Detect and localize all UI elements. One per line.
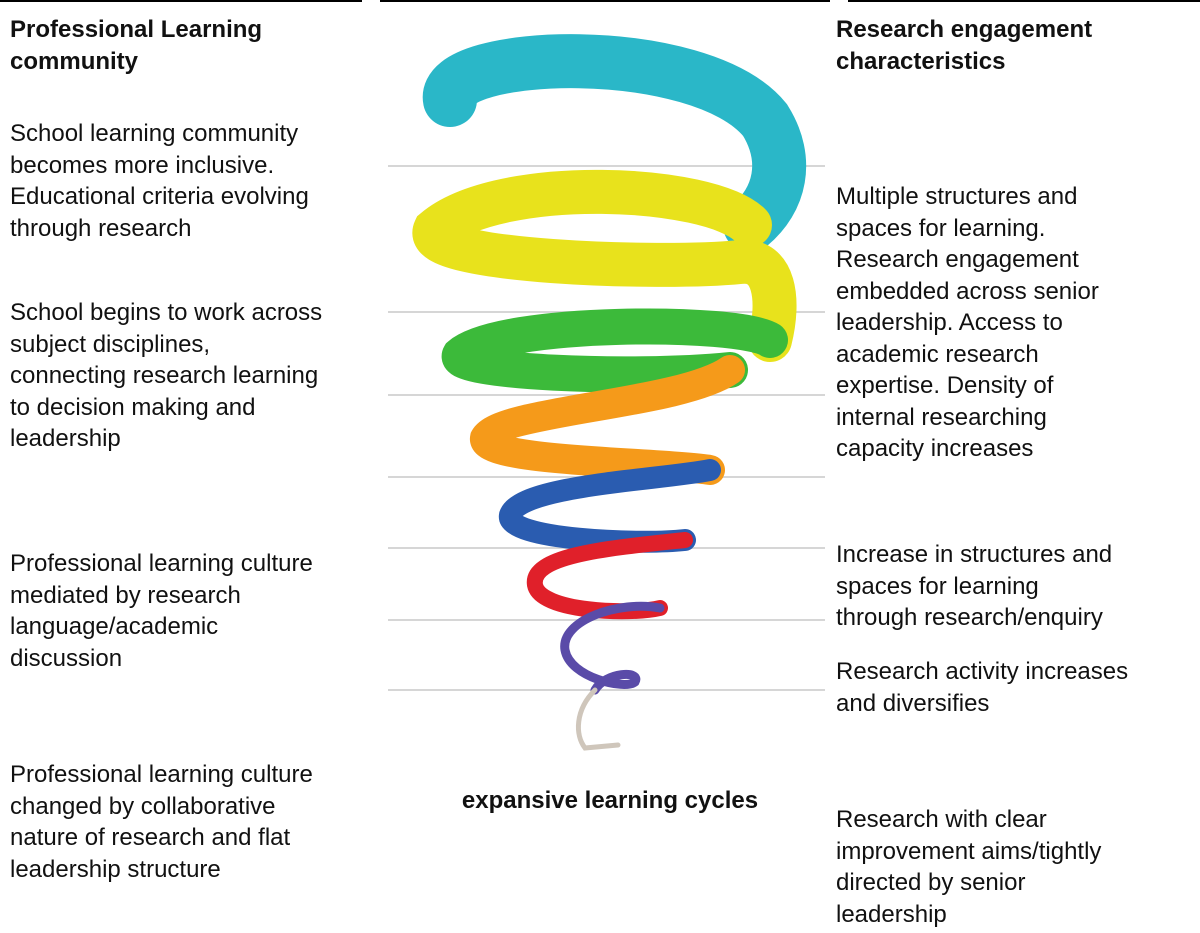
right-item-clear-aims: Research with clear improvement aims/tig… bbox=[836, 806, 1102, 928]
band-blue bbox=[499, 459, 721, 553]
left-item-collaborative-culture: Professional learning culture changed by… bbox=[10, 761, 313, 883]
left-column-heading: Professional Learning community bbox=[10, 16, 263, 75]
center-caption: expansive learning cycles bbox=[461, 787, 759, 814]
left-item-cross-discipline: School begins to work across subject dis… bbox=[10, 299, 323, 452]
band-green bbox=[441, 308, 788, 393]
band-tail bbox=[575, 687, 621, 751]
spiral-bands bbox=[412, 34, 807, 751]
left-item-inclusive-community: School learning community becomes more i… bbox=[10, 120, 309, 242]
right-item-multiple-structures: Multiple structures and spaces for learn… bbox=[836, 183, 1099, 462]
top-rule-left bbox=[0, 0, 362, 2]
right-item-activity-increases: Research activity increases and diversif… bbox=[836, 658, 1129, 717]
band-purple bbox=[560, 601, 665, 695]
spiral-diagram bbox=[388, 34, 825, 751]
top-rule-center bbox=[380, 0, 830, 2]
band-yellow bbox=[412, 169, 797, 362]
left-item-research-language: Professional learning culture mediated b… bbox=[10, 550, 313, 672]
right-item-increase-structures: Increase in structures and spaces for le… bbox=[836, 541, 1113, 631]
guide-lines bbox=[388, 165, 825, 691]
band-orange bbox=[470, 355, 745, 485]
top-rule-right bbox=[848, 0, 1200, 2]
right-column-heading: Research engagement characteristics bbox=[836, 16, 1093, 75]
band-cyan bbox=[423, 34, 807, 252]
